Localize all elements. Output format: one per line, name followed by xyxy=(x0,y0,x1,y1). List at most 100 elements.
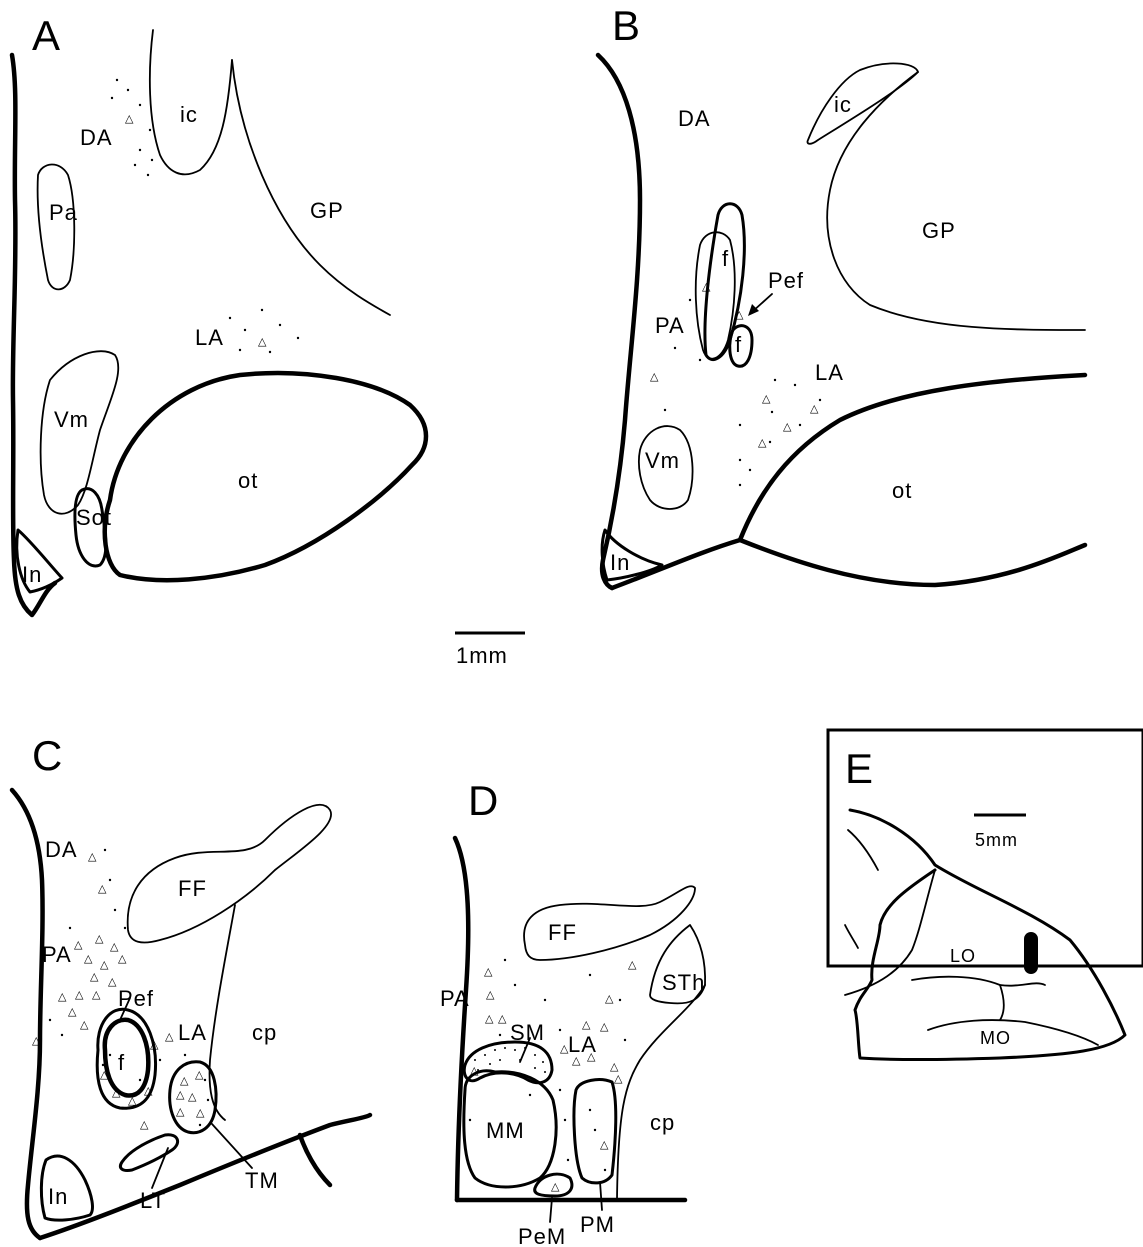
panel-a-marker: △ xyxy=(258,336,267,348)
panel-b-letter: B xyxy=(612,2,640,49)
panel-c-marker: △ xyxy=(88,851,97,863)
panel-c-ff-outline xyxy=(128,805,331,943)
scale-bar-label-5mm: 5mm xyxy=(975,830,1018,850)
panel-b-label-pa: PA xyxy=(655,313,685,338)
scale-bar-label-1mm: 1mm xyxy=(456,643,508,668)
panel-c-marker: △ xyxy=(32,1035,41,1047)
panel-c-marker: △ xyxy=(68,1006,77,1018)
panel-b-pef-arrowhead xyxy=(748,304,759,316)
panel-d-marker: △ xyxy=(610,1061,619,1073)
panel-e-sulcus-2 xyxy=(912,977,1045,986)
panel-a-stipple xyxy=(111,79,299,353)
panel-b-marker: △ xyxy=(762,393,771,405)
panel-b-label-f1: f xyxy=(722,246,729,271)
panel-d-marker: △ xyxy=(560,1043,569,1055)
panel-a-label-ic: ic xyxy=(180,102,198,127)
panel-c-marker: △ xyxy=(90,971,99,983)
panel-b-ot-outline xyxy=(740,375,1085,540)
panel-d-marker: △ xyxy=(600,1139,609,1151)
panel-c-label-da: DA xyxy=(45,837,78,862)
panel-d-label-pa: PA xyxy=(440,986,470,1011)
panel-e-letter: E xyxy=(845,745,873,792)
panel-e: E 5mm LO MO xyxy=(828,730,1143,1060)
panel-c-marker: △ xyxy=(84,953,93,965)
panel-a-letter: A xyxy=(32,12,60,59)
panel-a-label-vm: Vm xyxy=(54,407,89,432)
panel-c-marker: △ xyxy=(98,883,107,895)
panel-d-label-pm: PM xyxy=(580,1212,615,1237)
panel-a-pa-outline xyxy=(38,164,75,289)
panel-c-label-la: LA xyxy=(178,1020,207,1045)
panel-c-lt-arrow xyxy=(152,1148,168,1188)
panel-a-label-la: LA xyxy=(195,325,224,350)
panel-b-label-da: DA xyxy=(678,106,711,131)
panel-d-marker: △ xyxy=(605,993,614,1005)
panel-b-label-gp: GP xyxy=(922,218,956,243)
panel-c-marker: △ xyxy=(176,1089,185,1101)
panel-b-marker: △ xyxy=(650,371,659,383)
panel-a-label-pa: Pa xyxy=(49,200,78,225)
panel-d-pm-arrow xyxy=(600,1182,602,1210)
panel-a-label-da: DA xyxy=(80,125,113,150)
panel-b-label-la: LA xyxy=(815,360,844,385)
panel-c-marker: △ xyxy=(195,1069,204,1081)
panel-b-label-in: In xyxy=(610,550,630,575)
panel-a: A DA ic Pa GP LA Vm ot Sot In △ △ xyxy=(12,12,426,615)
panel-d-label-cp: cp xyxy=(650,1110,675,1135)
panel-c-marker: △ xyxy=(112,1087,121,1099)
panel-c-marker: △ xyxy=(196,1107,205,1119)
panel-d-label-mm: MM xyxy=(486,1118,525,1143)
panel-c-midline xyxy=(12,790,43,1238)
panel-e-sulcus-1 xyxy=(845,870,935,995)
panel-c-marker: △ xyxy=(118,953,127,965)
panel-c-marker: △ xyxy=(108,976,117,988)
panel-c-marker: △ xyxy=(58,991,67,1003)
panel-c-marker: △ xyxy=(100,1069,109,1081)
panel-b-marker: △ xyxy=(783,421,792,433)
panel-d-marker: △ xyxy=(582,1019,591,1031)
panel-b-ic-outline xyxy=(807,63,918,143)
panel-e-lesion-mark xyxy=(1024,932,1038,974)
panel-a-label-ot: ot xyxy=(238,468,258,493)
panel-c-marker: △ xyxy=(188,1091,197,1103)
panel-c-label-f: f xyxy=(118,1050,125,1075)
panel-a-ot-outline xyxy=(105,373,426,580)
panel-c-marker: △ xyxy=(180,1075,189,1087)
panel-c-cp-border xyxy=(210,905,235,1120)
panel-c-marker: △ xyxy=(100,959,109,971)
panel-d-label-pem: PeM xyxy=(518,1224,566,1247)
panel-c-marker: △ xyxy=(176,1106,185,1118)
panel-c-label-in: In xyxy=(48,1184,68,1209)
panel-a-vm-outline xyxy=(41,351,119,514)
panel-b-midline xyxy=(598,55,640,588)
panel-c-label-tm: TM xyxy=(245,1168,279,1193)
panel-b-label-ic: ic xyxy=(834,92,852,117)
panel-d-marker: △ xyxy=(614,1073,623,1085)
panel-d-marker: △ xyxy=(551,1181,560,1193)
panel-b-label-pef: Pef xyxy=(768,268,804,293)
panel-b-label-ot: ot xyxy=(892,478,912,503)
panel-e-label-mo: MO xyxy=(980,1028,1011,1048)
panel-c-marker: △ xyxy=(140,1119,149,1131)
panel-c-marker: △ xyxy=(80,1019,89,1031)
panel-b-marker: △ xyxy=(758,437,767,449)
panel-a-label-sot: Sot xyxy=(76,505,112,530)
panel-d-marker: △ xyxy=(572,1055,581,1067)
panel-c-marker: △ xyxy=(92,989,101,1001)
panel-c-f-outline xyxy=(105,1020,149,1096)
panel-d-marker: △ xyxy=(486,989,495,1001)
panel-c-marker: △ xyxy=(74,939,83,951)
scale-bar-1mm: 1mm xyxy=(455,633,525,668)
panel-c-marker: △ xyxy=(165,1031,174,1043)
panel-c-label-cp: cp xyxy=(252,1020,277,1045)
panel-c-marker: △ xyxy=(110,941,119,953)
panel-c-marker: △ xyxy=(144,1085,153,1097)
panel-c-label-pa: PA xyxy=(42,942,72,967)
panel-b-marker: △ xyxy=(735,309,744,321)
panel-d-label-sm: SM xyxy=(510,1020,545,1045)
panel-c-marker: △ xyxy=(75,989,84,1001)
panel-a-gp-border xyxy=(232,60,390,315)
panel-d-marker: △ xyxy=(498,1013,507,1025)
panel-e-sulcus-5 xyxy=(848,830,878,870)
